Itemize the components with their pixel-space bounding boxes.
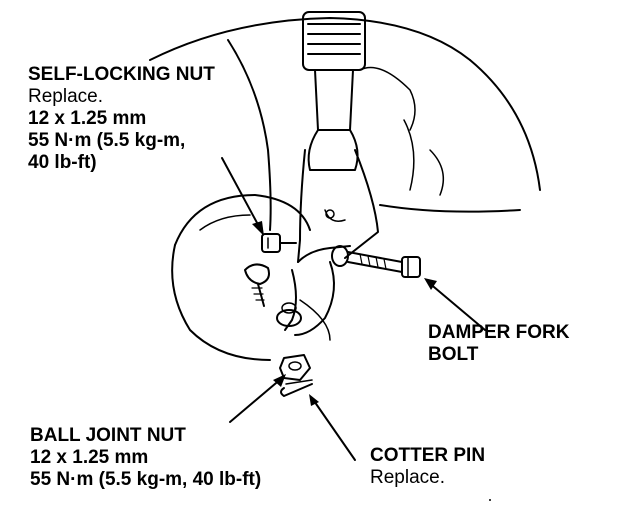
ball-joint-nut-torque: 55 N·m (5.5 kg-m, 40 lb-ft) bbox=[30, 469, 262, 490]
cotter-pin-part bbox=[280, 379, 313, 397]
damper-fork-bolt-label: DAMPER FORK BOLT bbox=[428, 322, 569, 366]
self-locking-nut-title: SELF-LOCKING NUT bbox=[28, 64, 215, 85]
ball-joint-nut-title: BALL JOINT NUT bbox=[30, 425, 186, 446]
cotter-pin-title: COTTER PIN bbox=[370, 445, 486, 466]
hub-bolt bbox=[244, 263, 270, 307]
self-locking-nut-label: SELF-LOCKING NUT Replace. 12 x 1.25 mm 5… bbox=[28, 64, 215, 174]
brake-disc bbox=[171, 194, 331, 361]
damper-fork-bolt-title-2: BOLT bbox=[428, 344, 479, 365]
damper-fork-bolt-title-1: DAMPER FORK bbox=[428, 322, 570, 343]
ball-joint-nut-label: BALL JOINT NUT 12 x 1.25 mm 55 N·m (5.5 … bbox=[30, 425, 261, 491]
stray-dot bbox=[489, 499, 491, 501]
self-locking-nut-torque-2: 40 lb-ft) bbox=[28, 152, 97, 173]
self-locking-nut-torque-1: 55 N·m (5.5 kg-m, bbox=[28, 130, 186, 151]
arrow-heads bbox=[252, 221, 437, 406]
lower-arm bbox=[276, 261, 335, 336]
cotter-pin-label: COTTER PIN Replace. bbox=[370, 445, 485, 489]
self-locking-nut-note: Replace. bbox=[28, 86, 103, 107]
ball-joint-nut-size: 12 x 1.25 mm bbox=[30, 447, 149, 468]
cotter-pin-note: Replace. bbox=[370, 467, 445, 488]
self-locking-nut-size: 12 x 1.25 mm bbox=[28, 108, 147, 129]
damper-fork bbox=[297, 149, 379, 263]
leader-lines bbox=[221, 157, 486, 461]
damper-fork-bolt-part bbox=[331, 245, 421, 278]
damper-strut bbox=[302, 11, 366, 171]
body-outline bbox=[149, 17, 541, 231]
self-locking-nut-part bbox=[261, 233, 297, 253]
ball-joint-nut-part bbox=[279, 354, 311, 381]
